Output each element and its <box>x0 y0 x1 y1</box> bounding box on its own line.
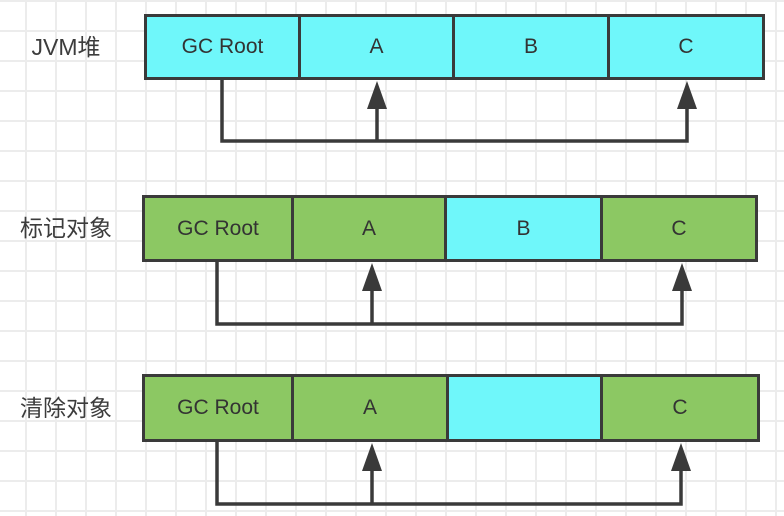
cell-b-cleared <box>449 374 603 442</box>
cell-a: A <box>301 14 455 80</box>
arrow-gcroot-to-a-row1 <box>367 81 387 141</box>
arrow-gcroot-to-c-row2 <box>215 262 692 326</box>
cell-label: B <box>516 216 531 240</box>
cell-c: C <box>603 374 760 442</box>
cell-label: C <box>678 35 694 58</box>
row-label-sweep-objects: 清除对象 <box>20 395 112 421</box>
cell-label: C <box>672 396 688 419</box>
cell-gc-root: GC Root <box>144 14 301 80</box>
cell-b: B <box>455 14 610 80</box>
cell-c: C <box>603 195 758 262</box>
cell-a: A <box>294 195 447 262</box>
arrow-gcroot-to-a-row3 <box>362 443 382 504</box>
cell-gc-root: GC Root <box>142 195 294 262</box>
cell-label: A <box>362 396 377 419</box>
cell-a: A <box>294 374 449 442</box>
cell-label: GC Root <box>177 216 259 240</box>
cell-gc-root: GC Root <box>142 374 294 442</box>
arrow-gcroot-to-c-row3 <box>215 442 691 506</box>
cell-label: B <box>523 35 538 58</box>
cell-label: GC Root <box>177 396 259 419</box>
arrow-gcroot-to-c-row1 <box>220 80 697 143</box>
cell-c: C <box>610 14 765 80</box>
cell-label: C <box>671 216 687 240</box>
heap-bar-marked: GC Root A B C <box>142 195 758 262</box>
cell-label: A <box>369 35 384 58</box>
cell-b: B <box>447 195 603 262</box>
row-label-jvm-heap: JVM堆 <box>31 34 101 60</box>
cell-label: A <box>361 216 376 240</box>
arrow-gcroot-to-a-row2 <box>362 263 382 324</box>
row-label-mark-objects: 标记对象 <box>20 215 112 241</box>
heap-bar-initial: GC Root A B C <box>144 14 765 80</box>
cell-label: GC Root <box>181 35 264 58</box>
heap-bar-swept: GC Root A C <box>142 374 760 442</box>
